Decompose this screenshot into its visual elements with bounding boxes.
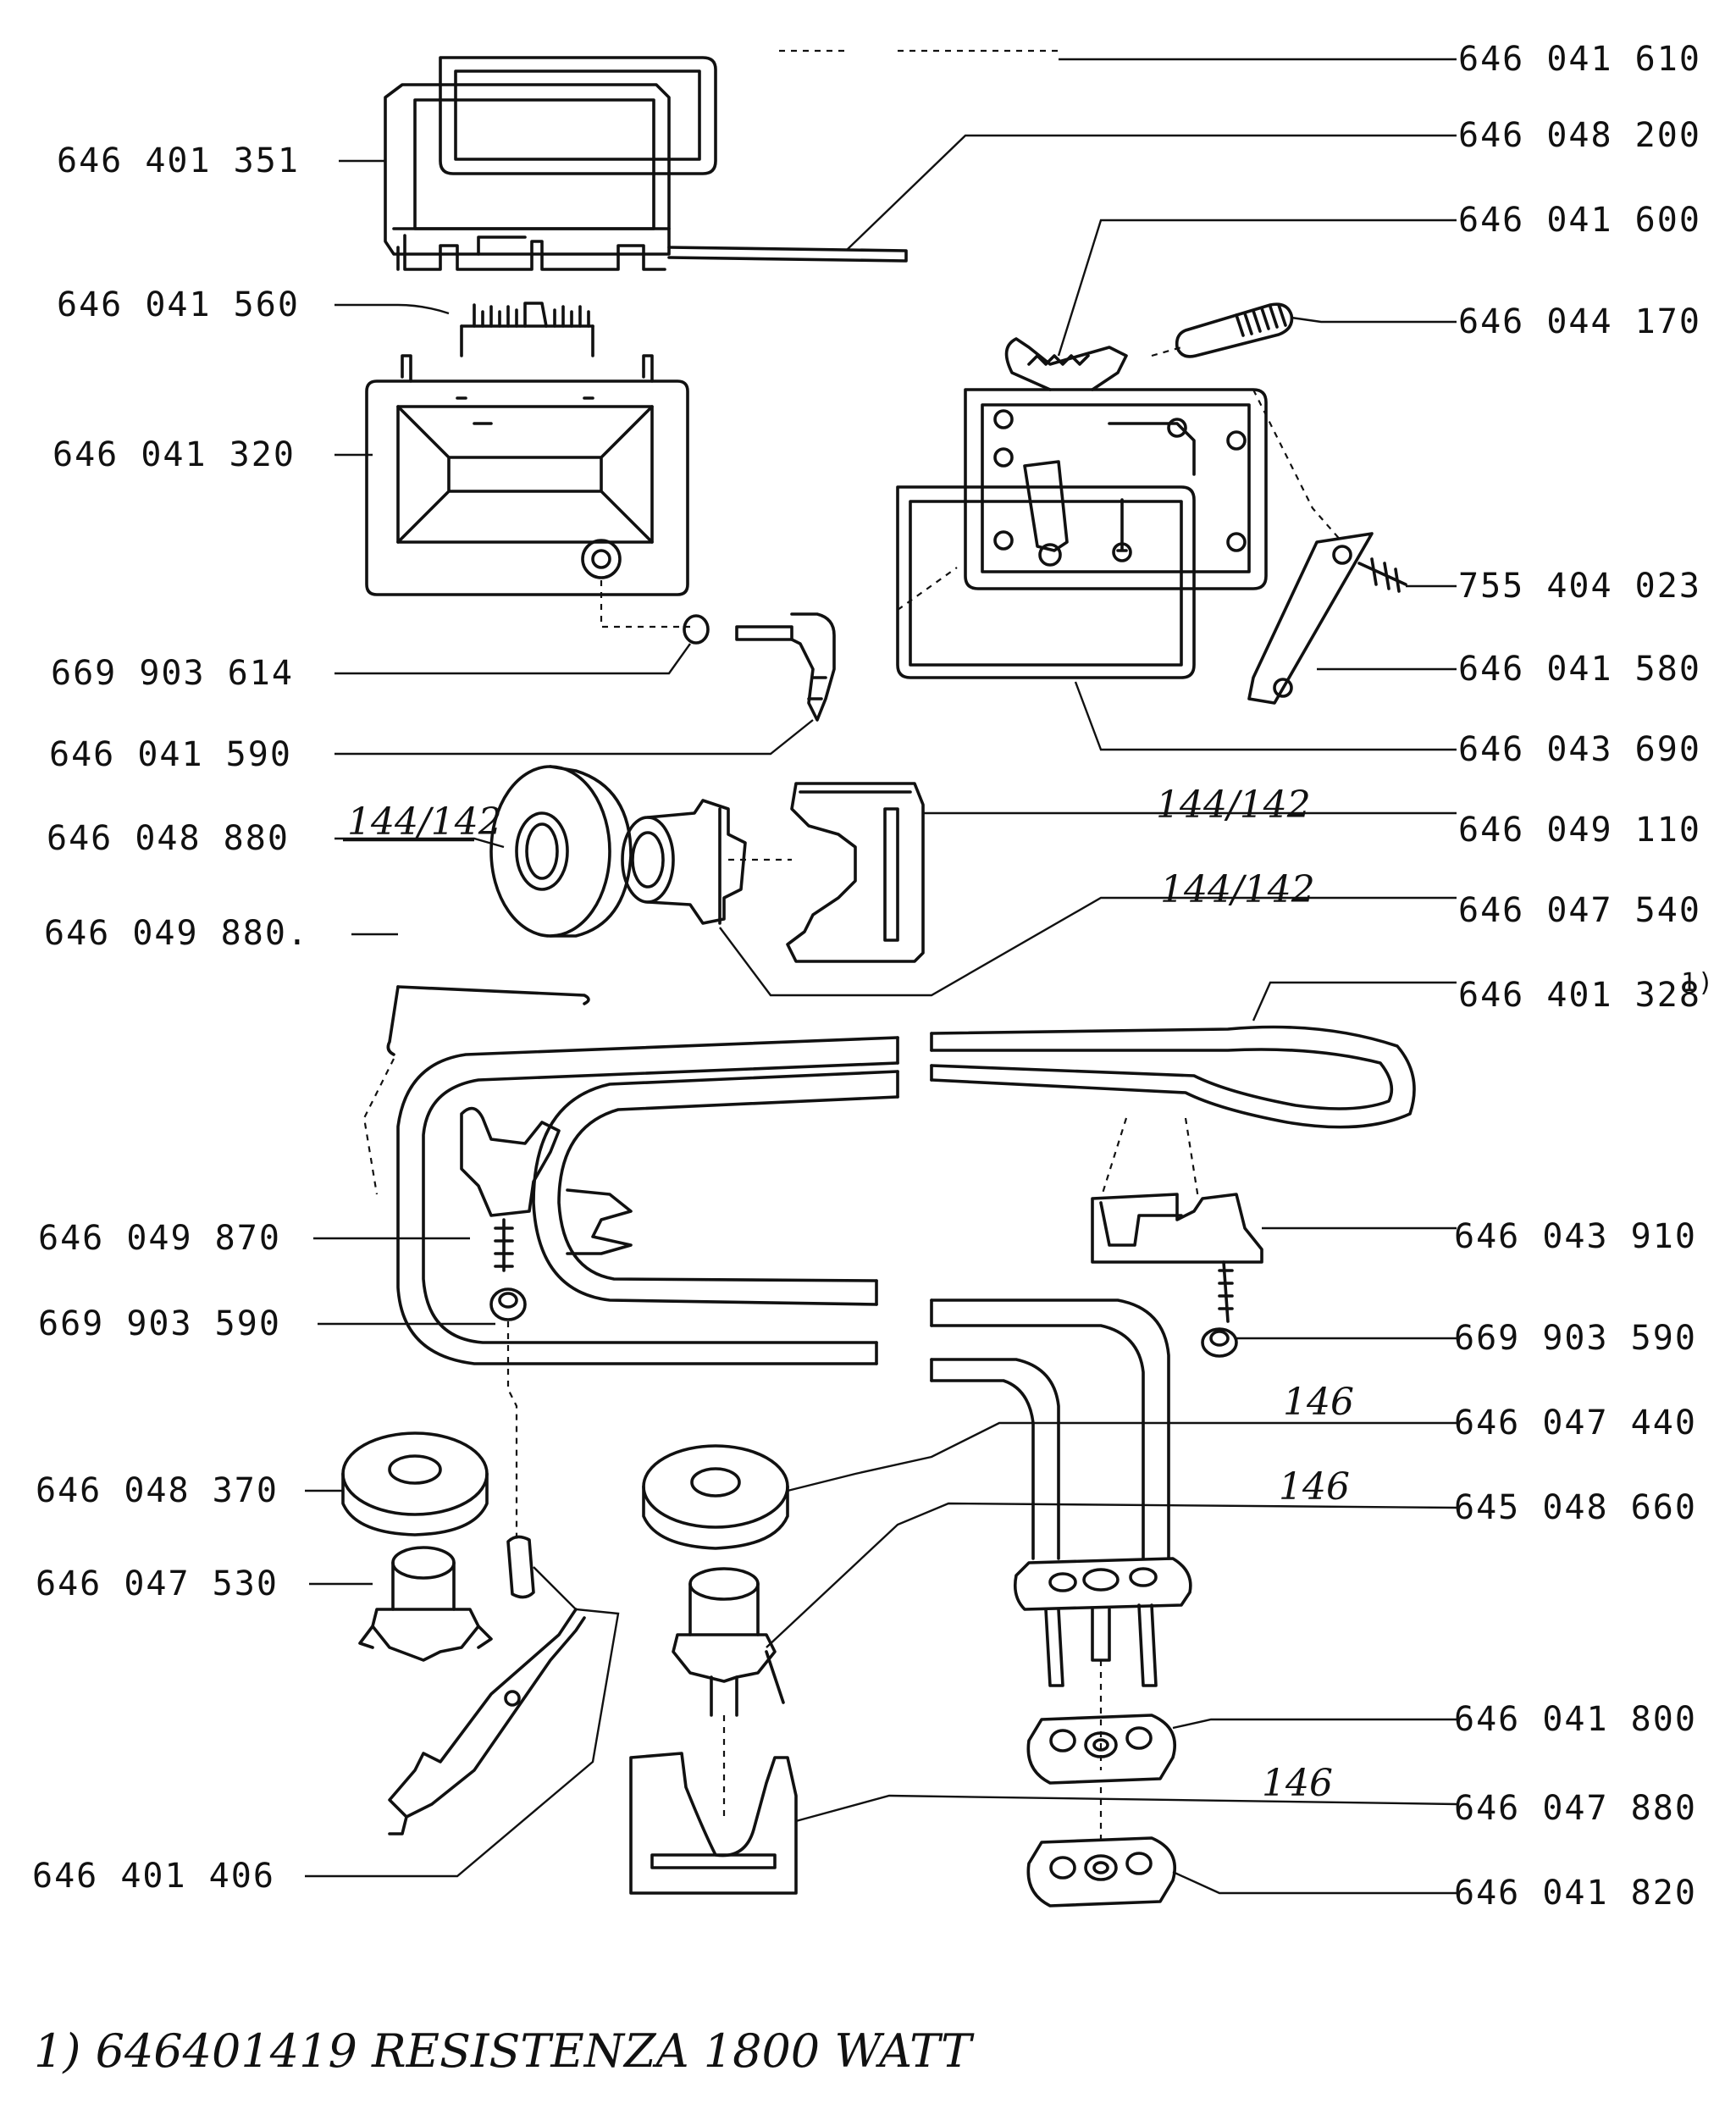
handwritten-note: 144/142	[1160, 868, 1315, 911]
terminal-block-part	[1013, 1557, 1192, 1770]
pipe-bracket-part	[388, 1535, 586, 1835]
plate-upper-part	[1026, 1714, 1177, 1785]
handwritten-note: 146	[1283, 1381, 1354, 1424]
part-label: 646 049 870	[38, 1219, 281, 1258]
part-label: 646 047 440	[1454, 1404, 1697, 1442]
part-label: 646 049 880.	[44, 914, 309, 953]
seal-center-part	[642, 1444, 789, 1550]
left-bracket-part	[460, 1106, 633, 1542]
footnote: 1) 646401419 RESISTENZA 1800 WATT	[34, 2024, 975, 2078]
part-label: 646 401 406	[32, 1857, 275, 1896]
part-labels-left: 646 401 351 646 041 560 646 041 320 669 …	[32, 141, 309, 1896]
part-label: 646 048 880	[47, 819, 290, 858]
wire-clip-part	[362, 985, 590, 1195]
part-label: 646 043 690	[1458, 730, 1701, 769]
part-label: 646 041 320	[53, 435, 296, 474]
seal-ring-part	[489, 765, 633, 938]
nut-right-part	[1201, 1327, 1238, 1358]
plate-lower-part	[1026, 1787, 1177, 1907]
handwritten-note: 144/142	[1156, 783, 1311, 827]
part-label: 645 048 660	[1454, 1488, 1697, 1527]
part-label: 646 041 560	[57, 285, 300, 324]
bracket-part	[1247, 532, 1407, 705]
part-label: 646 049 110	[1458, 811, 1701, 850]
filter-housing-part	[365, 354, 689, 596]
part-label: 669 903 590	[1454, 1319, 1697, 1358]
pressure-switch-part	[358, 1546, 493, 1662]
handwritten-note: 146	[1262, 1762, 1333, 1805]
heating-element-part	[396, 1025, 1416, 1560]
part-labels-right: 646 041 610 646 048 200 646 041 600 646 …	[1454, 40, 1715, 1913]
part-label: 646 047 880	[1454, 1789, 1697, 1828]
clamp-bracket-part	[1091, 1117, 1263, 1323]
valve-body-part	[896, 337, 1268, 679]
part-label: 646 401 351	[57, 141, 300, 180]
part-label: 646 048 370	[36, 1471, 279, 1510]
part-label: 646 041 820	[1454, 1874, 1697, 1913]
holder-plate-part	[786, 782, 925, 963]
part-label: 646 044 170	[1458, 302, 1701, 341]
part-label: 646 041 610	[1458, 40, 1701, 79]
part-label: 646 048 200	[1458, 116, 1701, 155]
part-label: 646 041 580	[1458, 650, 1701, 689]
part-label: 646 047 540	[1458, 891, 1701, 930]
handwritten-note: 146	[1279, 1465, 1350, 1509]
knob-lever-part	[600, 580, 836, 722]
part-label: 755 404 023	[1458, 567, 1701, 606]
handwritten-annotations: 144/142 144/142 144/142 146 146 146	[343, 783, 1354, 1805]
part-label: 646 041 600	[1458, 201, 1701, 240]
footnote-marker: 1)	[1681, 968, 1715, 998]
part-label: 646 401 328	[1458, 976, 1701, 1015]
sensor-part	[672, 1567, 785, 1717]
part-label: 669 903 614	[51, 654, 294, 693]
part-label: 646 041 800	[1454, 1700, 1697, 1739]
part-label: 669 903 590	[38, 1304, 281, 1343]
handwritten-note: 144/142	[347, 800, 502, 844]
filter-frame-part	[384, 56, 908, 271]
comb-part	[460, 302, 594, 357]
part-label: 646 043 910	[1454, 1217, 1697, 1256]
seal-left-part	[341, 1431, 489, 1536]
leader-lines	[305, 49, 1457, 1895]
fitting-part	[621, 799, 792, 925]
holder-bottom-part	[629, 1715, 798, 1895]
spring-part	[1151, 302, 1294, 358]
part-label: 646 047 530	[36, 1564, 279, 1603]
part-label: 646 041 590	[49, 735, 292, 774]
